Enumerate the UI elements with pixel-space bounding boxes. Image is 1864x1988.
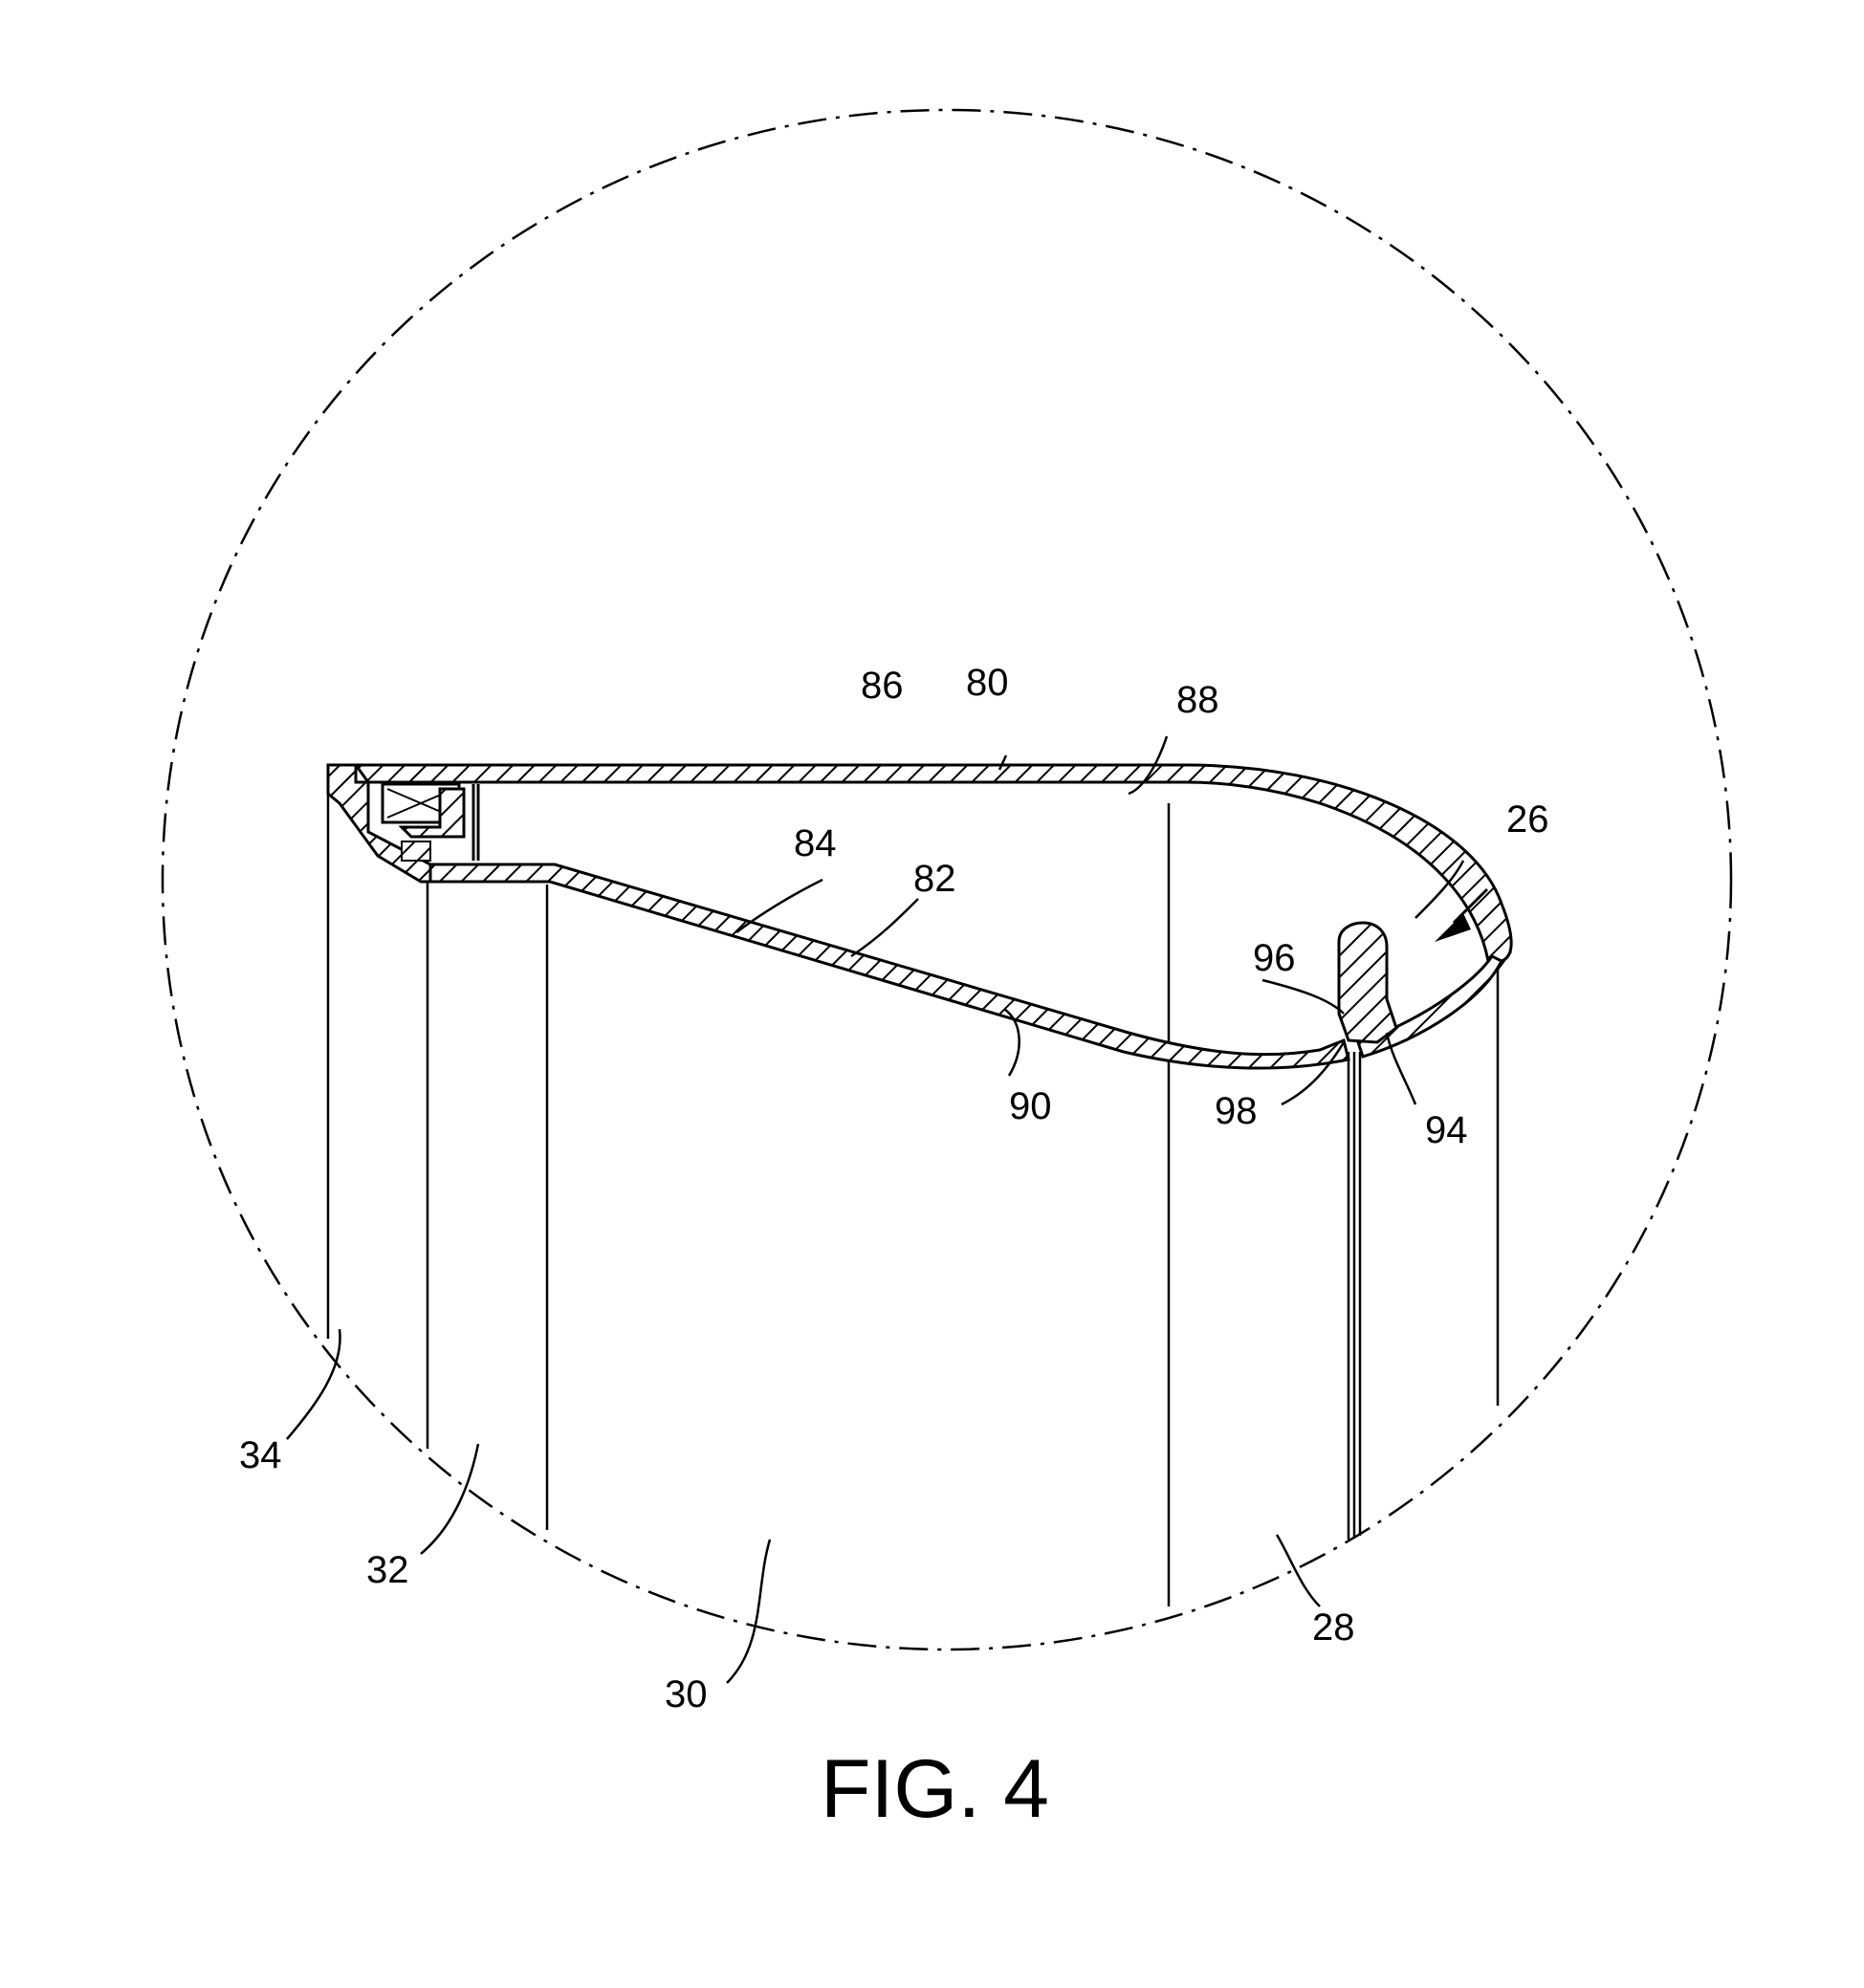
label-32: 32 <box>366 1549 409 1591</box>
label-86: 86 <box>861 665 904 707</box>
arrow-26 <box>1435 887 1489 942</box>
label-94: 94 <box>1425 1109 1468 1151</box>
figure-title: FIG. 4 <box>821 1743 1049 1835</box>
seal-assembly <box>381 782 480 862</box>
label-90: 90 <box>1009 1085 1052 1127</box>
label-88: 88 <box>1176 679 1219 721</box>
wall-lines <box>326 775 1500 1606</box>
lower-wall-82 <box>428 863 1350 1070</box>
rib-96 <box>1337 921 1398 1044</box>
label-84: 84 <box>794 822 837 864</box>
label-98: 98 <box>1215 1090 1258 1132</box>
detail-boundary-circle <box>161 108 1733 1651</box>
label-28: 28 <box>1312 1606 1355 1649</box>
trailing-curved-wall <box>1356 954 1504 1059</box>
label-96: 96 <box>1253 937 1296 979</box>
reference-numerals: 86 80 88 84 82 26 96 90 98 94 34 32 30 2… <box>239 662 1549 1715</box>
label-30: 30 <box>665 1673 708 1715</box>
leader-lines <box>286 735 1512 1684</box>
label-82: 82 <box>913 858 956 900</box>
label-26: 26 <box>1506 798 1549 841</box>
label-34: 34 <box>239 1434 282 1476</box>
label-80: 80 <box>966 662 1009 704</box>
